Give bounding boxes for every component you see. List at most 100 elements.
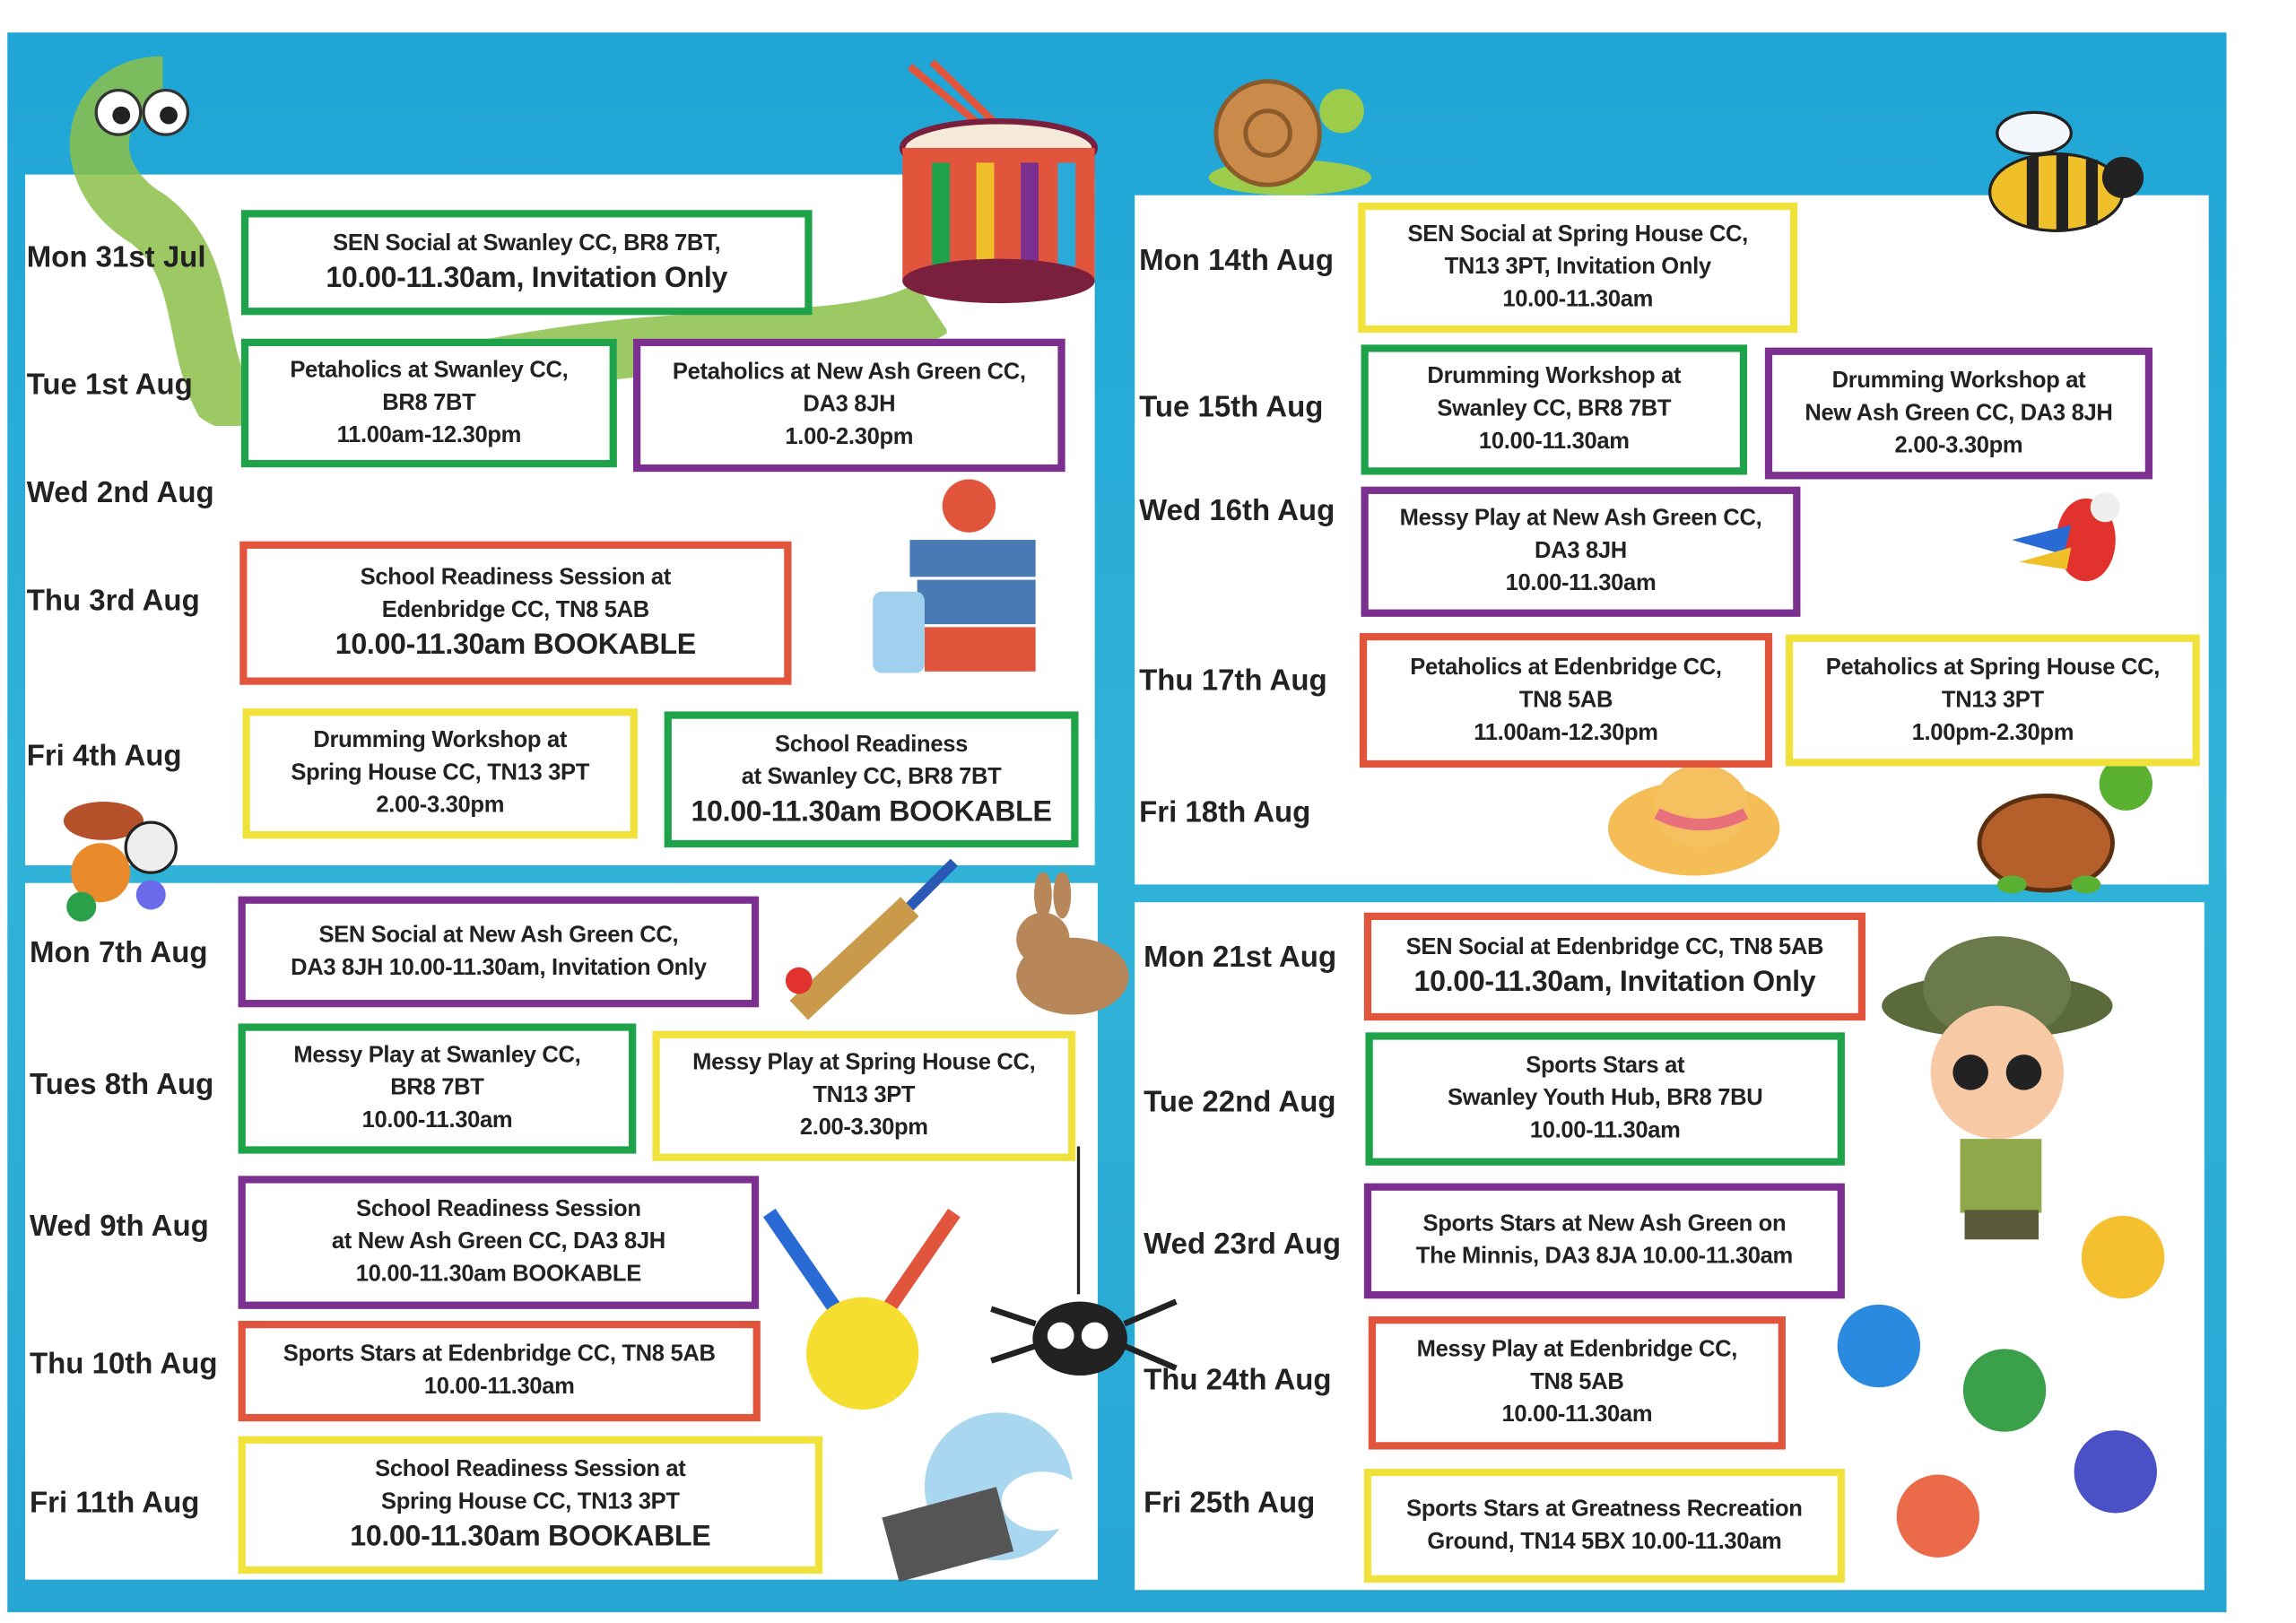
explorer-child-illustration	[1882, 936, 2113, 1240]
event-text-line: 10.00-11.30am	[1478, 429, 1630, 455]
art-supplies-illustration	[882, 1412, 1085, 1583]
handprints-illustration	[1837, 1215, 2165, 1558]
event-text-line: School Readiness Session at	[375, 1456, 686, 1482]
day-label: Fri 25th Aug	[1144, 1487, 1316, 1520]
event-box: SEN Social at Spring House CC,TN13 3PT, …	[1358, 202, 1798, 334]
event-text-line: School Readiness Session at	[360, 565, 672, 591]
event-text-line: 10.00-11.30am	[361, 1107, 513, 1133]
event-text-line: 10.00-11.30am BOOKABLE	[355, 1262, 642, 1288]
event-text-line: 1.00pm-2.30pm	[1911, 719, 2074, 745]
day-label: Wed 23rd Aug	[1144, 1228, 1342, 1262]
event-text-line: Spring House CC, TN13 3PT	[380, 1489, 680, 1515]
day-label: Wed 2nd Aug	[26, 476, 214, 510]
spider-illustration	[990, 1146, 1178, 1376]
event-text-line: School Readiness Session	[356, 1196, 641, 1222]
snail-illustration	[1208, 79, 1372, 195]
event-text-line: Spring House CC, TN13 3PT	[291, 759, 590, 785]
event-text-line: BR8 7BT	[390, 1075, 484, 1101]
day-label: Fri 4th Aug	[26, 740, 182, 773]
event-text-line: 11.00am-12.30pm	[1474, 719, 1658, 745]
day-label: Tue 15th Aug	[1139, 391, 1324, 424]
medal-illustration	[762, 1208, 961, 1410]
event-text-line: at New Ash Green CC, DA3 8JH	[331, 1228, 665, 1254]
event-text-line: TN13 3PT	[813, 1082, 916, 1108]
event-text-line: at Swanley CC, BR8 7BT	[741, 763, 1002, 790]
event-box: SEN Social at Edenbridge CC, TN8 5AB 10.0…	[1363, 912, 1866, 1021]
event-text-line: 10.00-11.30am	[1502, 287, 1654, 313]
event-text-line: Petaholics at Spring House CC,	[1825, 654, 2161, 680]
event-text-line: 10.00-11.30am	[1529, 1118, 1681, 1144]
event-box: Messy Play at Spring House CC, TN13 3PT 2.…	[652, 1030, 1076, 1161]
event-text-line: Messy Play at Swanley CC,	[293, 1042, 581, 1068]
event-box: SEN Social at New Ash Green CC,DA3 8JH 1…	[238, 896, 760, 1008]
event-text-line: DA3 8JH	[803, 392, 896, 418]
event-text-line: Petaholics at Edenbridge CC,	[1410, 654, 1722, 680]
day-label: Wed 16th Aug	[1139, 494, 1335, 528]
day-label: Fri 11th Aug	[29, 1487, 200, 1520]
event-text-line: School Readiness	[775, 731, 969, 757]
event-text-line: Messy Play at Spring House CC,	[692, 1050, 1036, 1076]
event-text-line: Drumming Workshop at	[1427, 363, 1682, 389]
event-text-line: New Ash Green CC, DA3 8JH	[1805, 400, 2113, 426]
event-text-line: 2.00-3.30pm	[1894, 432, 2023, 458]
event-box: SEN Social at Swanley CC, BR8 7BT, 10.00-…	[240, 210, 813, 316]
event-text-line: SEN Social at New Ash Green CC,	[318, 922, 679, 948]
event-text-line: 10.00-11.30am, Invitation Only	[326, 261, 728, 295]
day-label: Fri 18th Aug	[1139, 796, 1311, 829]
day-label: Tues 8th Aug	[29, 1068, 214, 1102]
day-label: Thu 17th Aug	[1139, 664, 1327, 698]
books-illustration	[873, 479, 1036, 673]
cricket-bat-illustration	[785, 858, 959, 1020]
event-box: Messy Play at Swanley CC, BR8 7BT 10.00-11…	[238, 1023, 637, 1154]
event-box: School Readiness Session at Spring House …	[238, 1436, 823, 1575]
event-text-line: Messy Play at New Ash Green CC,	[1399, 506, 1762, 532]
day-label: Tue 1st Aug	[26, 369, 193, 402]
event-text-line: Swanley CC, BR8 7BT	[1437, 396, 1672, 422]
event-text-line: Ground, TN14 5BX 10.00-11.30am	[1427, 1528, 1782, 1554]
day-label: Mon 14th Aug	[1139, 244, 1334, 278]
event-box: Drumming Workshop at New Ash Green CC, DA…	[1764, 347, 2153, 480]
event-text-line: SEN Social at Spring House CC,	[1407, 221, 1748, 247]
event-box: School Readiness Session at Edenbridge CC…	[239, 541, 792, 685]
event-text-line: TN8 5AB	[1530, 1369, 1624, 1395]
event-text-line: Edenbridge CC, TN8 5AB	[381, 597, 650, 623]
day-label: Thu 3rd Aug	[26, 585, 200, 618]
event-text-line: Petaholics at Swanley CC,	[290, 357, 569, 383]
event-text-line: 2.00-3.30pm	[376, 793, 505, 819]
event-box: Drumming Workshop at Swanley CC, BR8 7BT 1…	[1361, 344, 1748, 475]
event-box: School Readiness Session at New Ash Green…	[238, 1176, 760, 1309]
sports-balls-illustration	[63, 802, 178, 922]
event-text-line: 10.00-11.30am	[423, 1374, 575, 1400]
event-text-line: 10.00-11.30am, Invitation Only	[1413, 966, 1816, 999]
event-text-line: BR8 7BT	[382, 389, 476, 415]
event-text-line: SEN Social at Swanley CC, BR8 7BT,	[333, 230, 721, 256]
event-text-line: Swanley Youth Hub, BR8 7BU	[1448, 1085, 1763, 1111]
event-text-line: DA3 8JH	[1535, 538, 1627, 564]
sun-hat-illustration	[1608, 764, 1780, 876]
drum-illustration	[899, 59, 1098, 304]
event-text-line: Sports Stars at	[1526, 1053, 1685, 1079]
event-text-line: Drumming Workshop at	[313, 727, 568, 753]
event-box: Sports Stars at Edenbridge CC, TN8 5AB 10…	[238, 1321, 761, 1422]
event-text-line: 2.00-3.30pm	[799, 1115, 928, 1141]
bee-illustration	[1987, 110, 2144, 232]
event-text-line: 11.00am-12.30pm	[336, 421, 522, 447]
event-text-line: Sports Stars at New Ash Green on	[1422, 1211, 1787, 1237]
event-text-line: Petaholics at New Ash Green CC,	[672, 359, 1026, 385]
event-text-line: SEN Social at Edenbridge CC, TN8 5AB	[1405, 934, 1824, 960]
event-box: Sports Stars at Swanley Youth Hub, BR8 7B…	[1365, 1032, 1845, 1166]
event-text-line: 10.00-11.30am BOOKABLE	[335, 629, 696, 662]
event-text-line: Drumming Workshop at	[1831, 367, 2086, 393]
event-box: Drumming Workshop at Spring House CC, TN1…	[242, 708, 638, 839]
event-text-line: 10.00-11.30am BOOKABLE	[350, 1520, 711, 1553]
event-text-line: Sports Stars at Edenbridge CC, TN8 5AB	[283, 1341, 716, 1367]
event-text-line: Messy Play at Edenbridge CC,	[1416, 1337, 1738, 1363]
day-label: Thu 10th Aug	[29, 1348, 218, 1381]
parrot-illustration	[2012, 492, 2120, 582]
